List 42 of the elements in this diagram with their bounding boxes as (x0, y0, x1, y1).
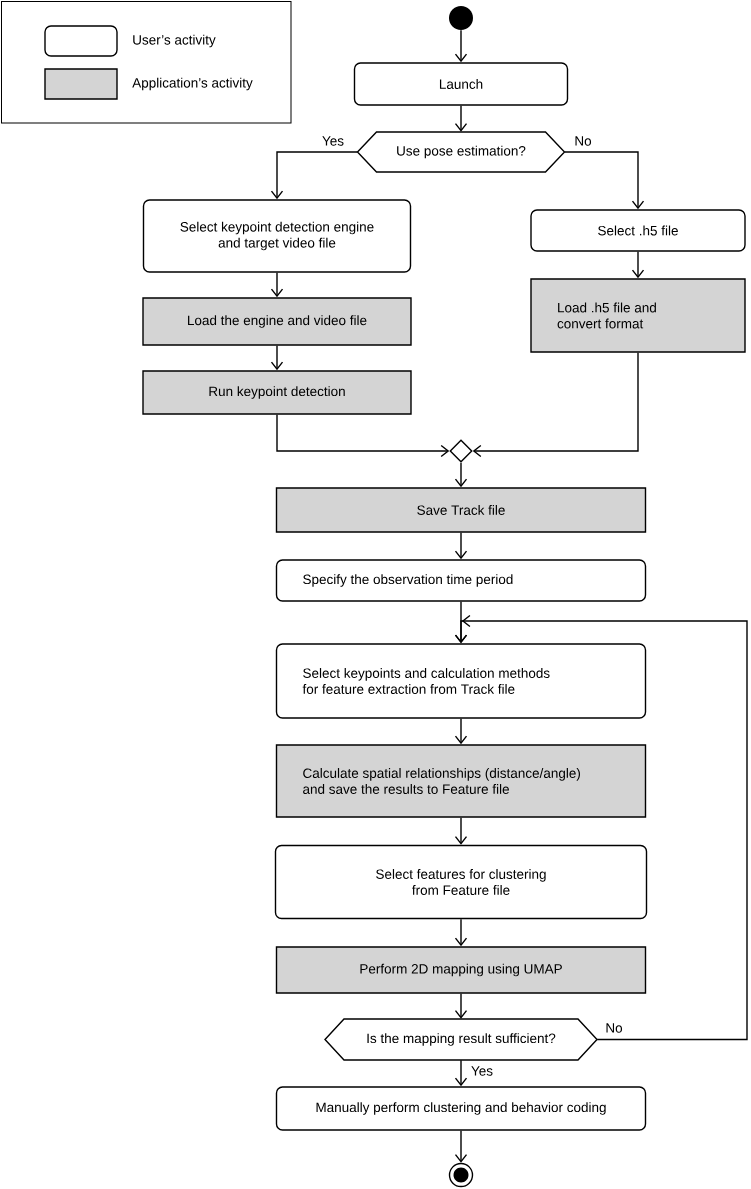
start-dot (449, 6, 473, 30)
arrow (472, 352, 639, 458)
activity-box: Manually perform clustering and behavior coding (275, 1086, 647, 1131)
process-box: Calculate spatial relationships (distance/angle) and save the results to Feature file (275, 744, 647, 818)
arrow (454, 532, 468, 560)
legend-label: Application’s activity (132, 77, 253, 91)
edge-label: Yes (321, 135, 345, 147)
arrow (454, 918, 468, 947)
arrow (454, 817, 468, 845)
activity-box: Select keypoints and calculation methods for feature extraction from Track file (275, 643, 647, 719)
arrow (276, 414, 450, 458)
process-box: Run keypoint detection (142, 370, 412, 415)
activity-box: Launch (353, 62, 569, 106)
legend-entry: User’s activity (44, 25, 216, 57)
process-box: Save Track file (275, 487, 647, 533)
edge-label: No (604, 1022, 624, 1034)
activity-box: Specify the observation time period (275, 559, 647, 602)
merge-diamond (449, 439, 473, 463)
activity-box: Select .h5 file (530, 209, 746, 252)
decision-hexagon: Use pose estimation? (356, 131, 566, 173)
arrow (270, 345, 284, 371)
arrow (454, 1059, 468, 1087)
arrow (270, 272, 284, 298)
arrow (454, 29, 468, 63)
process-box: Load .h5 file and convert format (530, 278, 746, 353)
arrow (454, 614, 748, 1041)
edge-label: Yes (470, 1065, 494, 1077)
arrow (454, 462, 468, 488)
activity-box: Select features for clustering from Feature file (274, 844, 648, 920)
end-marker (448, 1162, 474, 1188)
arrow (270, 151, 358, 200)
arrow (454, 105, 468, 132)
activity-box: Select keypoint detection engine and target video file (142, 199, 412, 273)
process-box: Perform 2D mapping using UMAP (275, 946, 647, 994)
arrow (454, 993, 468, 1019)
arrow (564, 151, 645, 210)
edge-label: No (573, 135, 593, 147)
arrow (454, 718, 468, 745)
arrow (454, 1130, 468, 1163)
process-box: Load the engine and video file (142, 297, 412, 346)
decision-hexagon: Is the mapping result sufficient? (324, 1018, 598, 1061)
arrow (631, 251, 645, 279)
